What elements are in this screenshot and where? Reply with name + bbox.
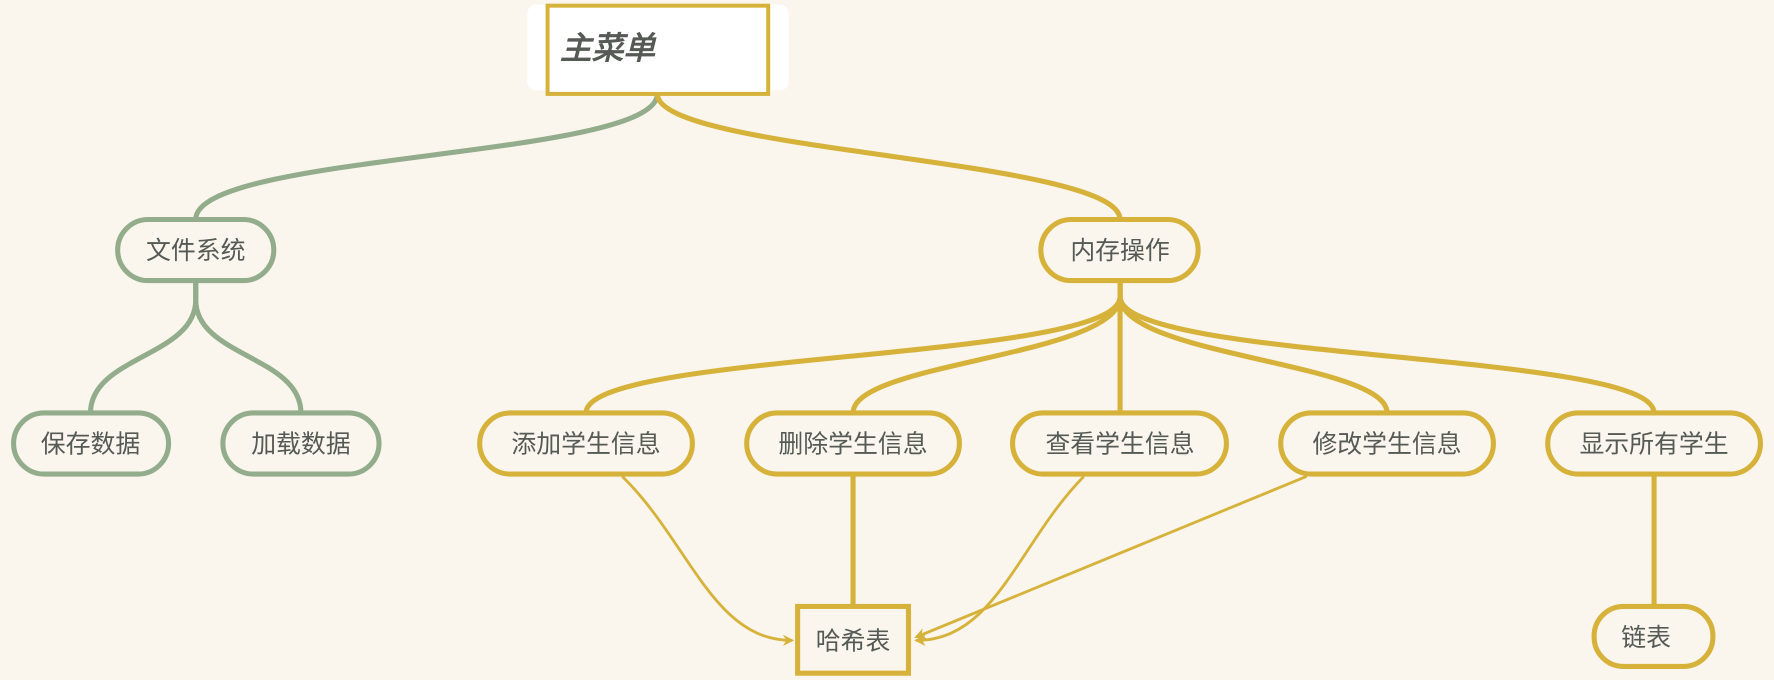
- edge-mem-add: [583, 280, 1123, 414]
- edge-mem-show-all: [1117, 280, 1657, 414]
- node-label: 删除学生信息: [778, 430, 927, 459]
- node-label: 文件系统: [146, 236, 246, 265]
- node-save-data[interactable]: 保存数据: [11, 410, 172, 477]
- node-add-student[interactable]: 添加学生信息: [477, 410, 695, 477]
- edge-mem-delete: [850, 280, 1123, 414]
- arrow-modify-to-hash: [914, 475, 1308, 639]
- node-memory-ops[interactable]: 内存操作: [1038, 216, 1201, 284]
- node-label: 修改学生信息: [1312, 430, 1461, 459]
- arrow-view-to-hash: [914, 475, 1085, 647]
- node-label: 内存操作: [1070, 236, 1170, 265]
- node-file-system[interactable]: 文件系统: [115, 216, 277, 284]
- edge-file-save: [87, 280, 199, 414]
- node-show-all-students[interactable]: 显示所有学生: [1545, 410, 1763, 477]
- edge-file-load: [193, 280, 304, 414]
- node-label: 显示所有学生: [1579, 430, 1728, 459]
- node-label: 加载数据: [251, 430, 351, 459]
- node-label: 添加学生信息: [511, 430, 660, 459]
- root-node[interactable]: 主菜单: [527, 3, 789, 96]
- edge-root-memory-ops: [654, 93, 1123, 221]
- node-linked-list[interactable]: 链表: [1591, 603, 1716, 669]
- node-delete-student[interactable]: 删除学生信息: [744, 410, 962, 477]
- root-label: 主菜单: [560, 31, 657, 67]
- node-label: 查看学生信息: [1045, 430, 1194, 459]
- arrow-add-to-hash: [621, 475, 795, 647]
- node-hash-table[interactable]: 哈希表: [795, 603, 912, 676]
- node-label: 链表: [1621, 623, 1671, 652]
- node-load-data[interactable]: 加载数据: [220, 410, 382, 477]
- node-view-student[interactable]: 查看学生信息: [1010, 410, 1229, 477]
- node-label: 哈希表: [816, 626, 891, 655]
- edge-root-file-system: [193, 93, 660, 221]
- node-label: 保存数据: [41, 430, 141, 459]
- edge-mem-modify: [1117, 280, 1390, 414]
- node-modify-student[interactable]: 修改学生信息: [1278, 410, 1496, 477]
